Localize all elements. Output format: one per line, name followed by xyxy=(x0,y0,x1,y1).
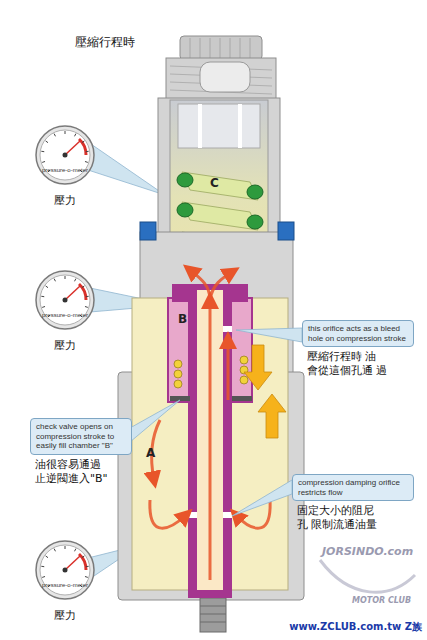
gauge-face xyxy=(35,540,95,600)
chamber-label: A xyxy=(146,446,155,460)
pressure-gauge: pressure-o-meter壓力 xyxy=(35,270,95,330)
diagram-title: 壓縮行程時 xyxy=(75,34,135,51)
gauge-label: 壓力 xyxy=(35,193,95,208)
callout-note: 油很容易通過 止逆閥進入"B" xyxy=(35,458,127,486)
callout-text: check valve opens on compression stroke … xyxy=(36,422,126,451)
gauge-label: 壓力 xyxy=(35,338,95,353)
watermark: www.ZCLUB.com.tw Z族 xyxy=(289,620,422,634)
gauge-face xyxy=(35,270,95,330)
pressure-gauge: pressure-o-meter壓力 xyxy=(35,540,95,600)
callout-text: compression damping orifice restricts fl… xyxy=(298,478,408,497)
callout-text: this orifice acts as a bleed hole on com… xyxy=(308,324,408,343)
gauge-face xyxy=(35,125,95,185)
gauge-text: pressure-o-meter xyxy=(35,582,95,588)
callout-note: 壓縮行程時 油 會從這個孔通 過 xyxy=(307,350,393,378)
chamber-label: B xyxy=(178,312,187,326)
gauge-text: pressure-o-meter xyxy=(35,312,95,318)
gauge-label: 壓力 xyxy=(35,608,95,623)
watermark: MOTOR CLUB xyxy=(352,596,411,605)
chamber-label: C xyxy=(210,176,219,190)
gauge-text: pressure-o-meter xyxy=(35,167,95,173)
callout-note: 固定大小的阻尼 孔 限制流通油量 xyxy=(297,504,383,532)
pressure-gauge: pressure-o-meter壓力 xyxy=(35,125,95,185)
callout-box: compression damping orifice restricts fl… xyxy=(292,474,414,501)
callout-box: check valve opens on compression stroke … xyxy=(30,418,132,455)
watermark: JORSINDO.com xyxy=(322,545,413,558)
callout-box: this orifice acts as a bleed hole on com… xyxy=(302,320,414,347)
